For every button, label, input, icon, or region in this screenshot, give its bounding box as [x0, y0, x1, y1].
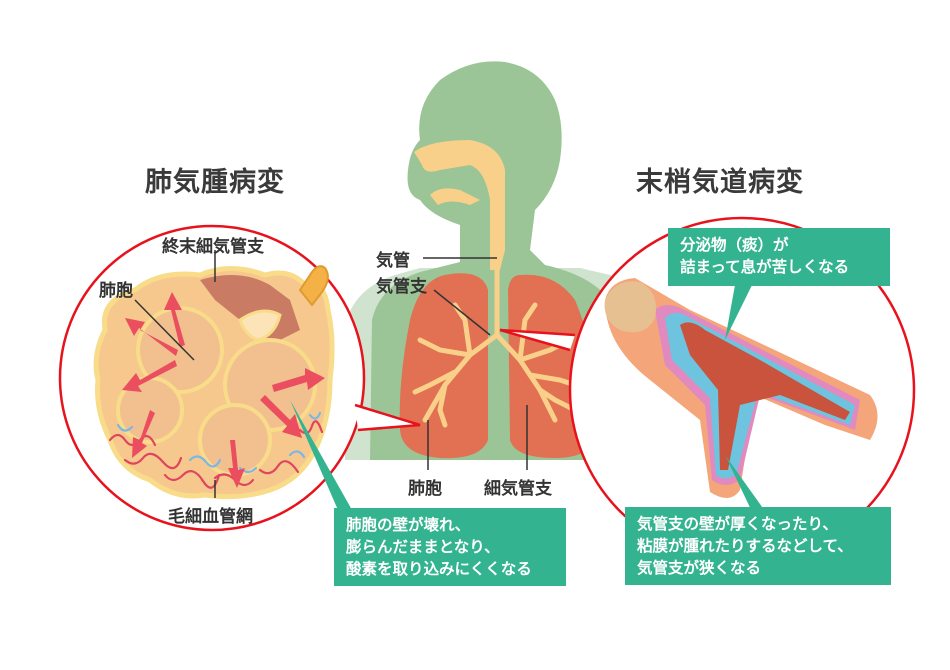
secretion-callout: 分泌物（痰）が 詰まって息が苦しくなる [668, 228, 890, 286]
right-panel-title: 末梢気道病変 [636, 167, 804, 198]
left-panel-title: 肺気腫病変 [145, 167, 285, 198]
emphysema-zoom-circle [58, 224, 421, 532]
emphysema-callout-line-1: 肺胞の壁が壊れ、 [346, 516, 471, 534]
secretion-callout-line-2: 詰まって息が苦しくなる [680, 258, 850, 276]
human-body-silhouette [345, 61, 655, 460]
label-bronchus: 気管支 [376, 277, 427, 297]
label-left-alveolus: 肺胞 [99, 281, 133, 301]
peripheral-airway-zoom-circle [499, 216, 916, 564]
label-center-alveolus: 肺胞 [408, 479, 442, 499]
bronchus-cross-section [604, 278, 878, 499]
emphysema-callout-line-3: 酸素を取り込みにくくなる [346, 560, 532, 578]
emphysema-callout-line-2: 膨らんだままとなり、 [346, 538, 500, 556]
secretion-callout-line-1: 分泌物（痰）が [680, 236, 789, 254]
center-leader-lines [423, 257, 528, 470]
airway-narrowing-callout: 気管支の壁が厚くなったり、 粘膜が腫れたりするなどして、 気管支が狭くなる [625, 507, 891, 585]
label-capillary-network: 毛細血管網 [168, 507, 253, 527]
emphysema-callout: 肺胞の壁が壊れ、 膨らんだままとなり、 酸素を取り込みにくくなる [334, 508, 566, 586]
airway-narrowing-callout-line-2: 粘膜が腫れたりするなどして、 [637, 537, 853, 555]
label-trachea: 気管 [376, 251, 410, 271]
alveoli-cluster [93, 265, 335, 500]
label-terminal-bronchiole: 終末細気管支 [162, 237, 264, 257]
airway-narrowing-callout-line-1: 気管支の壁が厚くなったり、 [637, 515, 838, 533]
label-bronchiole: 細気管支 [484, 479, 552, 499]
airway-narrowing-callout-line-3: 気管支が狭くなる [637, 559, 762, 577]
